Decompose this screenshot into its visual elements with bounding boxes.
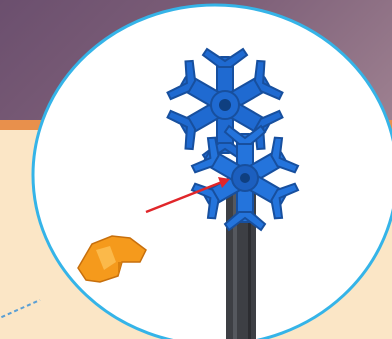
leader-line: [0, 300, 40, 320]
